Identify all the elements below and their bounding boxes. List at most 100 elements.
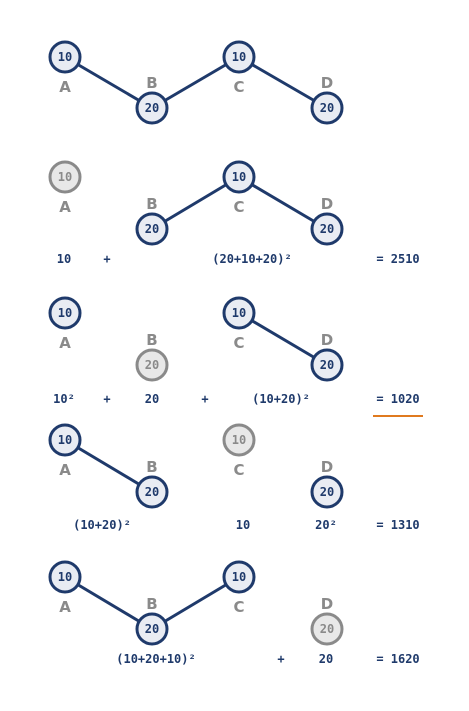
node-d: 20 D (310, 195, 344, 246)
node-circle (48, 560, 82, 594)
formula-term: 10 (236, 518, 250, 532)
node-circle (310, 91, 344, 125)
node-value: 10 (232, 570, 246, 584)
node-value: 10 (58, 433, 72, 447)
node-circle (310, 348, 344, 382)
node-value: 20 (320, 222, 334, 236)
node-circle (310, 212, 344, 246)
result-value: = 1020 (376, 392, 419, 406)
node-label: D (321, 74, 333, 92)
formula-term: (10+20)² (252, 392, 310, 406)
node-d: 20 D (310, 458, 344, 509)
node-value: 20 (145, 358, 159, 372)
node-value: 20 (320, 485, 334, 499)
node-c: 10C (222, 40, 256, 96)
plus-sign: + (103, 392, 110, 406)
node-b: 20 B (135, 458, 169, 509)
node-a: 10A (48, 40, 82, 96)
node-label: B (146, 74, 157, 92)
node-circle (222, 296, 256, 330)
edge-c-d (238, 55, 328, 110)
node-label: A (59, 198, 71, 216)
node-value: 20 (145, 222, 159, 236)
node-value: 20 (320, 358, 334, 372)
node-label: C (233, 461, 244, 479)
node-label: C (233, 198, 244, 216)
formula-term: 10² (53, 392, 75, 406)
node-circle (310, 612, 344, 646)
node-c: 10C (222, 160, 256, 216)
node-b: 20B (135, 195, 169, 246)
node-value: 10 (58, 170, 72, 184)
formula-term: (10+20+10)² (116, 652, 195, 666)
node-value: 20 (320, 622, 334, 636)
node-label: C (233, 78, 244, 96)
edge-c-d (238, 175, 328, 231)
plus-sign: + (277, 652, 284, 666)
formula-term: 20 (319, 652, 333, 666)
plus-sign: + (103, 252, 110, 266)
node-label: A (59, 78, 71, 96)
edge-a-b (64, 438, 153, 494)
node-c: 10C (222, 296, 256, 352)
edge-b-c (151, 55, 240, 110)
node-value: 20 (145, 622, 159, 636)
result-value: = 1620 (376, 652, 419, 666)
node-label: B (146, 458, 157, 476)
node-a: 10A (48, 160, 82, 216)
node-b: 20B (135, 331, 169, 382)
node-circle (48, 423, 82, 457)
node-label: D (321, 595, 333, 613)
node-a: 10A (48, 560, 82, 616)
node-label: C (233, 334, 244, 352)
formula-term: 10 (57, 252, 71, 266)
node-label: A (59, 461, 71, 479)
result-value: = 1310 (376, 518, 419, 532)
node-label: A (59, 334, 71, 352)
node-d: 20 D (310, 74, 344, 125)
node-label: C (233, 598, 244, 616)
edge-b-c (151, 575, 240, 631)
node-value: 20 (145, 101, 159, 115)
node-value: 10 (232, 433, 246, 447)
node-c: 10C (222, 560, 256, 616)
formula-term: 20 (145, 392, 159, 406)
node-value: 20 (145, 485, 159, 499)
node-a: 10A (48, 296, 82, 352)
node-value: 10 (58, 570, 72, 584)
edge-a-b (64, 575, 153, 631)
node-circle (222, 40, 256, 74)
node-circle (48, 296, 82, 330)
panel-5: 10A 20 B 10C 20 D (10+20+10)² +20 = 1620 (48, 560, 420, 666)
result-value: = 2510 (376, 252, 419, 266)
node-circle (48, 160, 82, 194)
node-label: D (321, 195, 333, 213)
node-circle (135, 475, 169, 509)
edge-c-d (238, 311, 328, 367)
node-circle (222, 423, 256, 457)
edge-a-b (64, 55, 153, 110)
node-value: 10 (232, 50, 246, 64)
node-circle (135, 348, 169, 382)
node-d: 20D (310, 331, 344, 382)
node-value: 20 (320, 101, 334, 115)
edge-b-c (151, 175, 240, 231)
node-circle (48, 40, 82, 74)
formula-term: 20² (315, 518, 337, 532)
node-a: 10A (48, 423, 82, 479)
node-d: 20 D (310, 595, 344, 646)
node-circle (135, 212, 169, 246)
node-circle (222, 560, 256, 594)
node-circle (310, 475, 344, 509)
node-b: 20 B (135, 595, 169, 646)
node-label: B (146, 595, 157, 613)
node-label: A (59, 598, 71, 616)
node-b: 20 B (135, 74, 169, 125)
formula-term: (10+20)² (73, 518, 131, 532)
node-c: 10C (222, 423, 256, 479)
node-label: D (321, 458, 333, 476)
node-value: 10 (232, 170, 246, 184)
node-value: 10 (58, 50, 72, 64)
node-value: 10 (58, 306, 72, 320)
